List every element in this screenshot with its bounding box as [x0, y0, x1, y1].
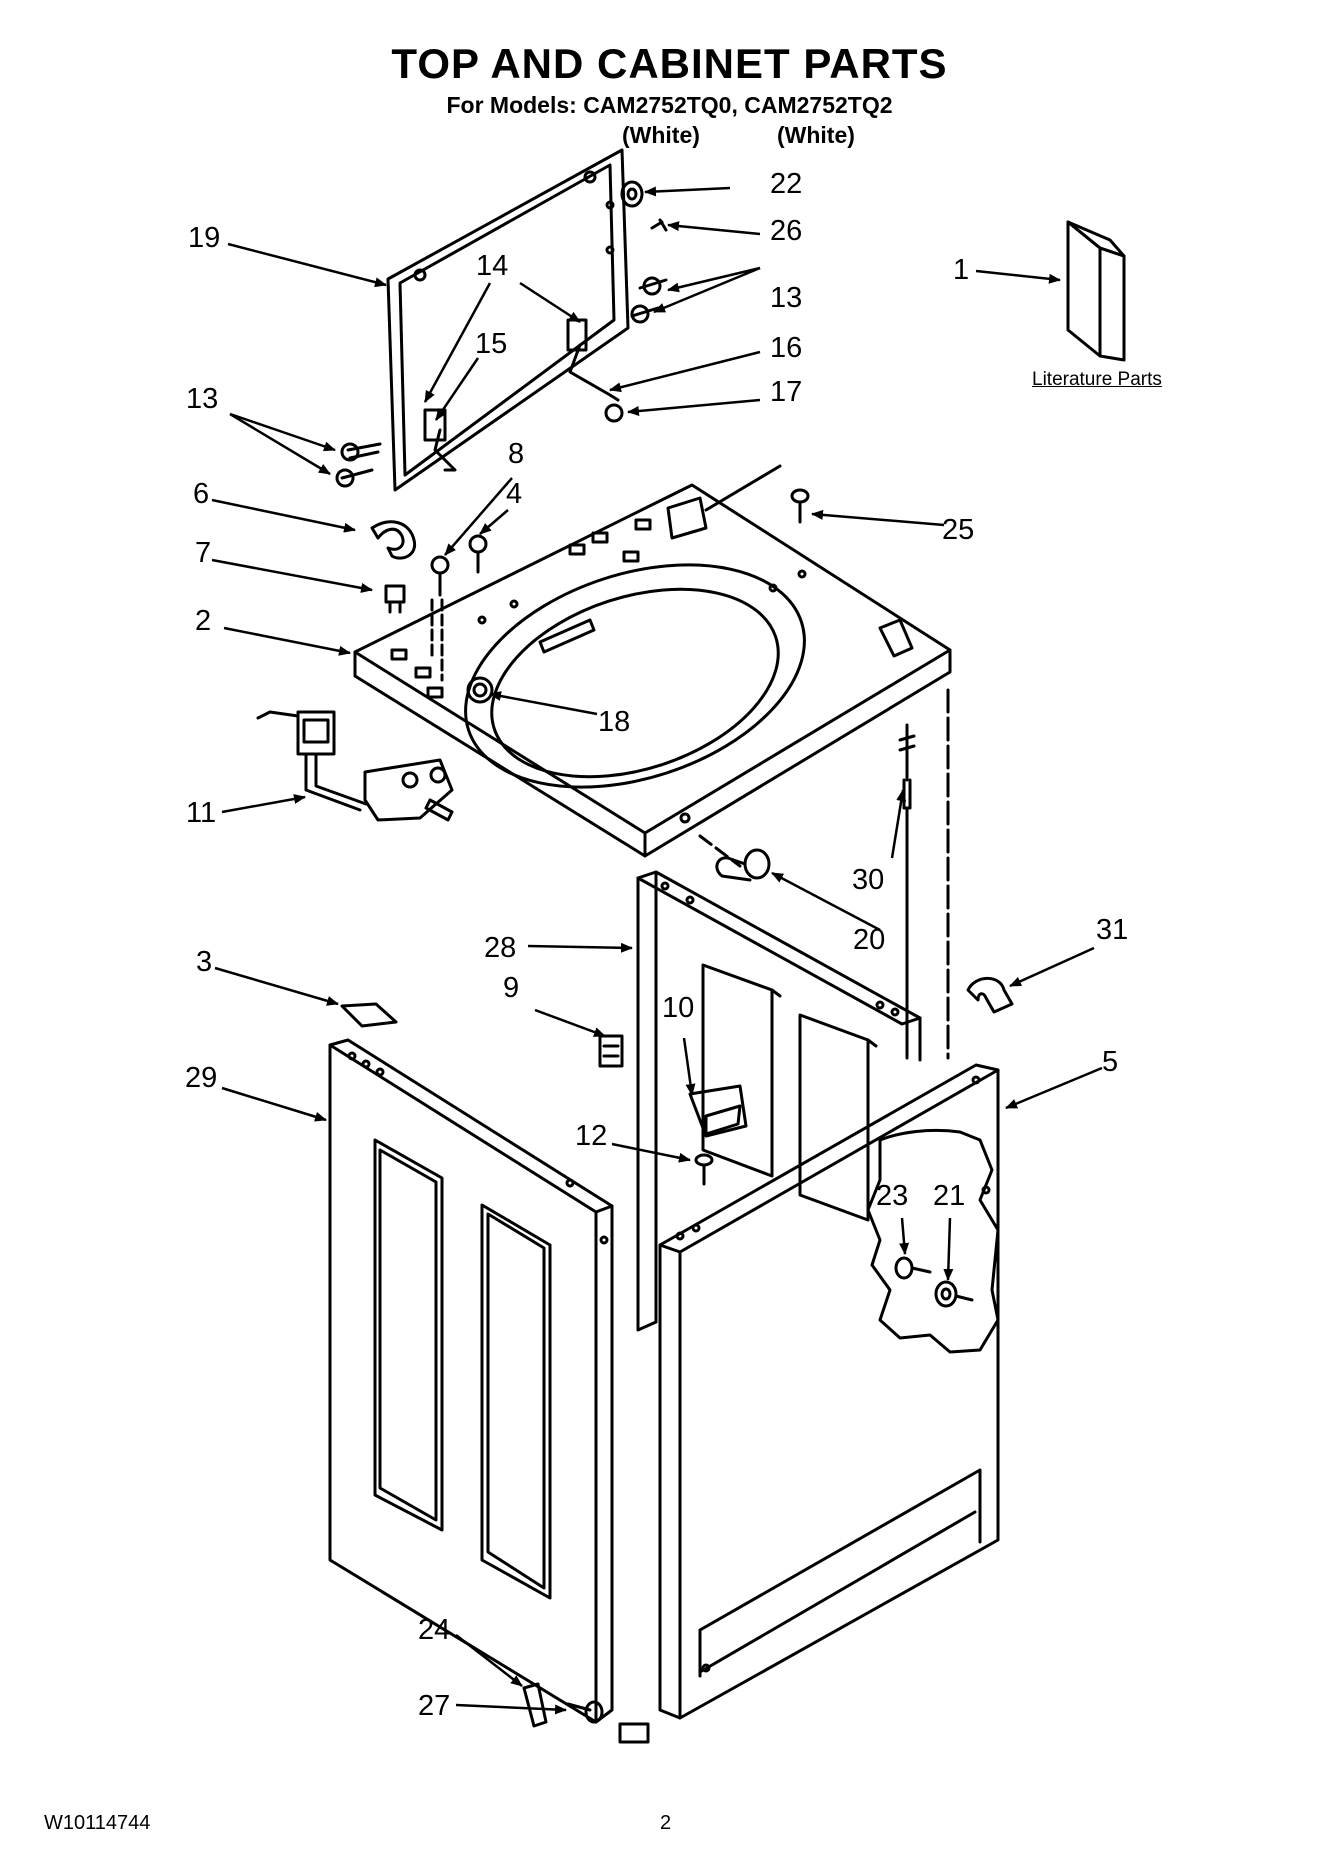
callout-13-left: 13 — [186, 383, 219, 415]
nut-part-7 — [384, 584, 406, 614]
callout-20: 20 — [853, 924, 886, 956]
callout-3: 3 — [196, 946, 213, 978]
callout-29: 29 — [185, 1062, 218, 1094]
screw-part-4 — [468, 534, 488, 574]
page-title: TOP AND CABINET PARTS — [391, 40, 948, 87]
screw-part-8 — [430, 555, 450, 597]
bumper-part-21 — [934, 1280, 974, 1308]
callout-31: 31 — [1096, 914, 1129, 946]
screw-part-23 — [894, 1256, 932, 1280]
callout-9: 9 — [503, 972, 520, 1004]
callout-28: 28 — [484, 932, 517, 964]
callout-10: 10 — [662, 992, 695, 1024]
screw-part-12 — [694, 1153, 714, 1186]
callout-5: 5 — [1102, 1046, 1119, 1078]
callout-2: 2 — [195, 605, 212, 637]
callout-17: 17 — [770, 376, 803, 408]
callout-15: 15 — [475, 328, 508, 360]
screws-part-13 — [335, 276, 668, 488]
callout-4: 4 — [506, 478, 523, 510]
callout-14: 14 — [476, 250, 509, 282]
models-subtitle: For Models: CAM2752TQ0, CAM2752TQ2 — [446, 92, 893, 118]
leader-arrows — [211, 186, 1103, 1715]
model-variant-1: (White) — [622, 122, 700, 148]
callout-16: 16 — [770, 332, 803, 364]
switch-harness-part-11 — [256, 710, 454, 822]
model-variant-2: (White) — [777, 122, 855, 148]
clip-part-6 — [370, 520, 417, 560]
callout-6: 6 — [193, 478, 210, 510]
callout-18: 18 — [598, 706, 631, 738]
bracket-part-9 — [598, 1034, 624, 1068]
callout-11: 11 — [186, 797, 217, 829]
callout-30: 30 — [852, 864, 885, 896]
bumper-part-22 — [620, 180, 668, 232]
hinge-part-14-15 — [423, 318, 624, 472]
latch-part-10 — [688, 1084, 748, 1138]
callout-23: 23 — [876, 1180, 909, 1212]
bracket-part-24 — [522, 1682, 548, 1728]
callout-13-right: 13 — [770, 282, 803, 314]
callout-27: 27 — [418, 1690, 451, 1722]
callout-8: 8 — [508, 438, 525, 470]
top-panel-part-2 — [353, 483, 952, 858]
rear-panel-part-28 — [636, 870, 922, 1332]
lid-part-19 — [386, 148, 630, 492]
foot-part-20 — [715, 848, 771, 882]
callout-7: 7 — [195, 537, 212, 569]
callout-22: 22 — [770, 168, 803, 200]
callout-19: 19 — [188, 222, 221, 254]
pad-part-3 — [340, 1002, 398, 1028]
literature-booklet-part-1 — [1066, 220, 1126, 362]
callout-25: 25 — [942, 514, 975, 546]
callout-21: 21 — [933, 1180, 966, 1212]
screw-part-27 — [566, 1700, 604, 1724]
document-id: W10114744 — [44, 1812, 151, 1834]
callout-26: 26 — [770, 215, 803, 247]
left-side-panel-part-29 — [328, 1038, 614, 1724]
callout-24: 24 — [418, 1614, 451, 1646]
clip-part-31 — [966, 976, 1014, 1014]
page-number: 2 — [660, 1812, 672, 1834]
callout-12: 12 — [575, 1120, 608, 1152]
callout-1: 1 — [953, 254, 970, 286]
right-side-panel-part-5 — [658, 1063, 1000, 1720]
screw-part-25 — [790, 488, 810, 524]
literature-parts-label: Literature Parts — [1032, 369, 1162, 390]
